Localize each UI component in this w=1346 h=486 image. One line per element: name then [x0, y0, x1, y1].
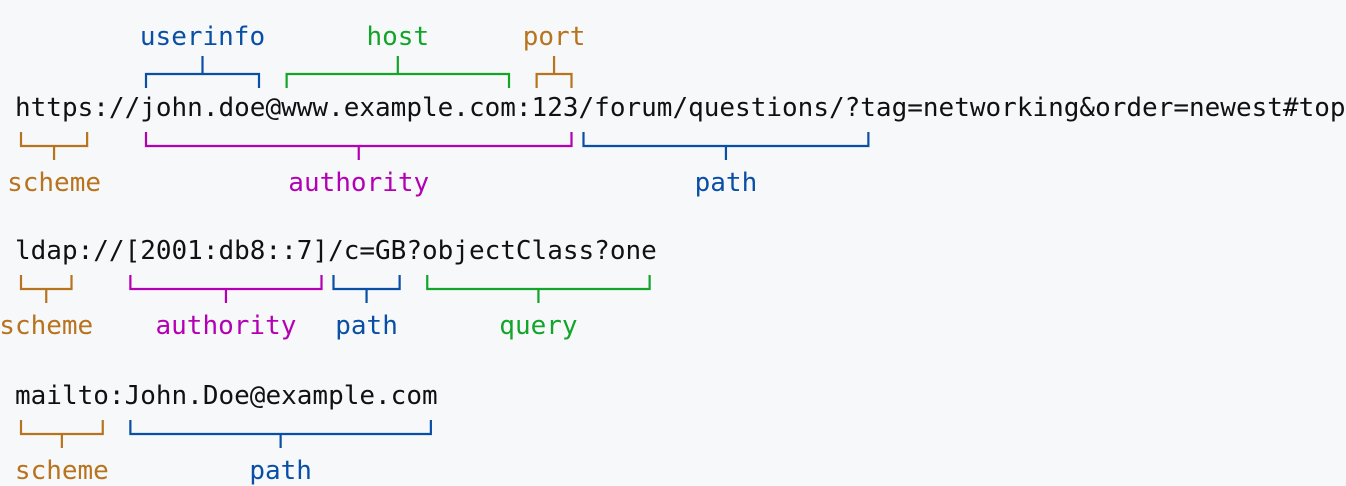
userinfo-label: userinfo	[139, 22, 266, 52]
uri-example-mailto: mailto:John.Doe@example.com	[15, 381, 438, 411]
scheme-bracket	[19, 132, 89, 160]
uri-example-ldap: ldap://[2001:db8::7]/c=GB?objectClass?on…	[15, 236, 657, 266]
bracket-layer	[19, 56, 870, 448]
uri-syntax-diagram: https://john.doe@www.example.com:123/for…	[0, 22, 1346, 486]
path-label: path	[335, 311, 398, 341]
scheme-label: scheme	[0, 311, 94, 341]
userinfo-bracket	[144, 56, 261, 88]
port-bracket	[535, 56, 573, 88]
query-bracket	[426, 275, 651, 303]
path-bracket	[582, 132, 870, 160]
scheme-bracket	[19, 275, 73, 303]
authority-label: authority	[155, 311, 297, 341]
path-label: path	[249, 456, 312, 486]
host-bracket	[285, 56, 511, 88]
authority-label: authority	[288, 168, 430, 198]
authority-bracket	[129, 275, 323, 303]
path-bracket	[332, 275, 401, 303]
uri-example-https: https://john.doe@www.example.com:123/for…	[15, 93, 1346, 123]
path-bracket	[129, 420, 432, 448]
port-label: port	[522, 22, 586, 52]
authority-bracket	[144, 132, 573, 160]
scheme-bracket	[19, 420, 104, 448]
host-label: host	[366, 22, 430, 52]
query-label: query	[499, 311, 578, 341]
scheme-label: scheme	[14, 456, 109, 486]
scheme-label: scheme	[7, 168, 102, 198]
path-label: path	[694, 168, 758, 198]
